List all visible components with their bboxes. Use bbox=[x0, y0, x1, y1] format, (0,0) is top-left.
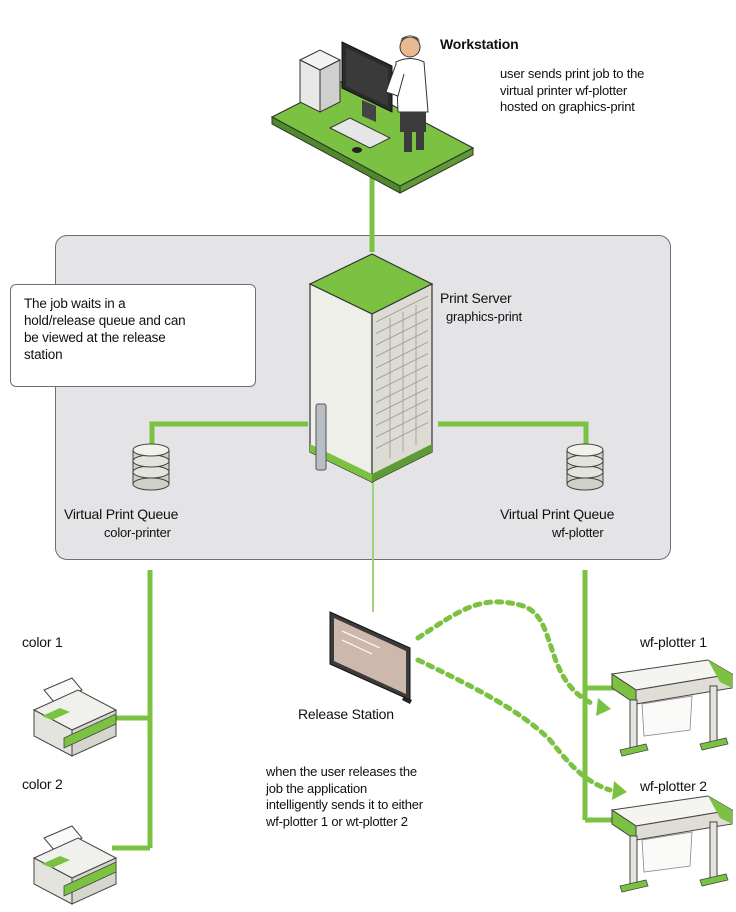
queue-left-name: color-printer bbox=[104, 525, 171, 540]
tower-pc-icon bbox=[298, 49, 342, 113]
arrowhead-plotter2 bbox=[612, 781, 627, 800]
person-icon bbox=[385, 35, 429, 152]
release-note-line: when the user releases the bbox=[266, 764, 417, 779]
callout-line: station bbox=[24, 347, 63, 362]
dotted-path-to-plotter1 bbox=[415, 599, 598, 708]
workstation-note-line: hosted on graphics-print bbox=[500, 99, 635, 114]
plotter2-icon bbox=[610, 795, 734, 893]
queue-left-title: Virtual Print Queue bbox=[64, 506, 179, 522]
rack-handle bbox=[315, 403, 327, 471]
arrowhead-plotter1 bbox=[596, 698, 611, 716]
workstation-note: user sends print job to the virtual prin… bbox=[500, 66, 644, 116]
release-station-title: Release Station bbox=[298, 706, 394, 722]
release-station-note: when the user releases the job the appli… bbox=[266, 764, 423, 830]
workstation-illustration bbox=[270, 35, 475, 194]
hold-release-callout: The job waits in a hold/release queue an… bbox=[10, 284, 256, 387]
server-to-left-queue-line bbox=[149, 421, 308, 444]
database-icon-left bbox=[132, 443, 170, 491]
workstation-title: Workstation bbox=[440, 36, 519, 52]
plotter1-icon bbox=[610, 659, 734, 757]
printer-color2-icon bbox=[32, 825, 118, 905]
keyboard-icon bbox=[328, 117, 392, 149]
database-icon-right bbox=[566, 443, 604, 491]
release-note-line: wf-plotter 1 or wt-plotter 2 bbox=[266, 813, 408, 829]
release-note-line: job the application bbox=[266, 780, 367, 796]
release-note-line: intelligently sends it to either bbox=[266, 797, 423, 812]
workstation-note-line: virtual printer wf-plotter bbox=[500, 82, 628, 98]
mouse-icon bbox=[352, 147, 362, 153]
release-station-monitor-icon bbox=[329, 611, 412, 704]
queue-right-name: wf-plotter bbox=[552, 525, 604, 540]
monitor-icon bbox=[341, 41, 393, 122]
print-server-rack-icon bbox=[308, 253, 434, 483]
queue-right-title: Virtual Print Queue bbox=[500, 506, 615, 522]
dotted-path-to-plotter2 bbox=[415, 657, 613, 793]
printer-color1-icon bbox=[32, 677, 118, 757]
plotter1-label: wf-plotter 1 bbox=[640, 634, 707, 650]
print-server-title: Print Server bbox=[440, 290, 512, 306]
plotter2-label: wf-plotter 2 bbox=[640, 778, 707, 794]
print-server-name: graphics-print bbox=[446, 309, 522, 324]
printer-color1-label: color 1 bbox=[22, 634, 63, 650]
release-routing-paths bbox=[415, 599, 613, 793]
callout-line: The job waits in a bbox=[24, 296, 126, 311]
server-to-right-queue-line bbox=[438, 421, 589, 444]
printer-color2-label: color 2 bbox=[22, 776, 63, 792]
callout-line: hold/release queue and can bbox=[24, 313, 186, 328]
workstation-note-line: user sends print job to the bbox=[500, 66, 645, 81]
callout-line: be viewed at the release bbox=[24, 330, 166, 345]
